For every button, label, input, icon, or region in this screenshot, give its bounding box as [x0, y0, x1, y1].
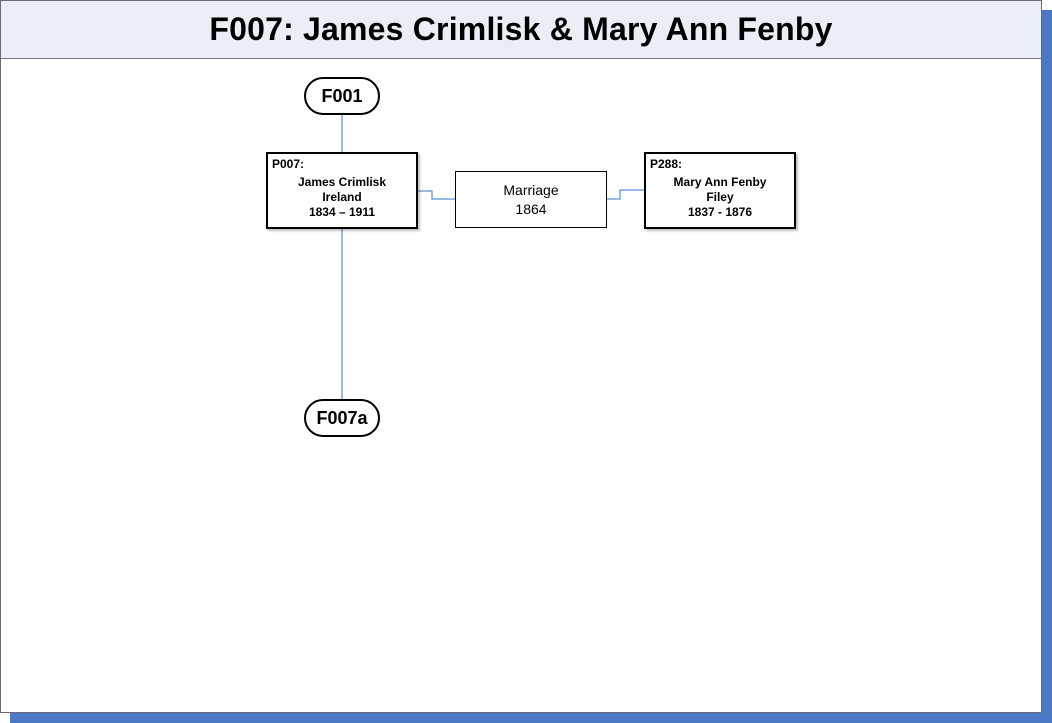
marriage-year: 1864: [515, 200, 547, 217]
husband-name: James Crimlisk: [297, 175, 387, 189]
parent-family-label: F001: [321, 85, 363, 106]
husband-box[interactable]: P007: James Crimlisk Ireland 1834 – 1911: [266, 152, 418, 229]
child-family-node[interactable]: F007a: [304, 399, 380, 437]
wife-id: P288:: [650, 157, 683, 171]
husband-dates: 1834 – 1911: [308, 205, 376, 219]
wife-name: Mary Ann Fenby: [673, 175, 767, 189]
connector-husband-to-marriage: [417, 190, 455, 200]
page-title: F007: James Crimlisk & Mary Ann Fenby: [209, 11, 833, 47]
diagram-page: F007: James Crimlisk & Mary Ann Fenby F0…: [0, 0, 1042, 713]
wife-dates: 1837 - 1876: [687, 205, 753, 219]
child-family-label: F007a: [316, 407, 368, 428]
marriage-label: Marriage: [503, 181, 559, 198]
husband-place: Ireland: [322, 190, 362, 204]
title-bar: F007: James Crimlisk & Mary Ann Fenby: [1, 1, 1041, 59]
parent-family-node[interactable]: F001: [304, 77, 380, 115]
connector-marriage-to-wife: [606, 189, 644, 200]
wife-box[interactable]: P288: Mary Ann Fenby Filey 1837 - 1876: [644, 152, 796, 229]
wife-place: Filey: [706, 190, 734, 204]
husband-id: P007:: [272, 157, 305, 171]
connector-lines: [341, 115, 644, 401]
marriage-box[interactable]: Marriage 1864: [455, 171, 607, 228]
